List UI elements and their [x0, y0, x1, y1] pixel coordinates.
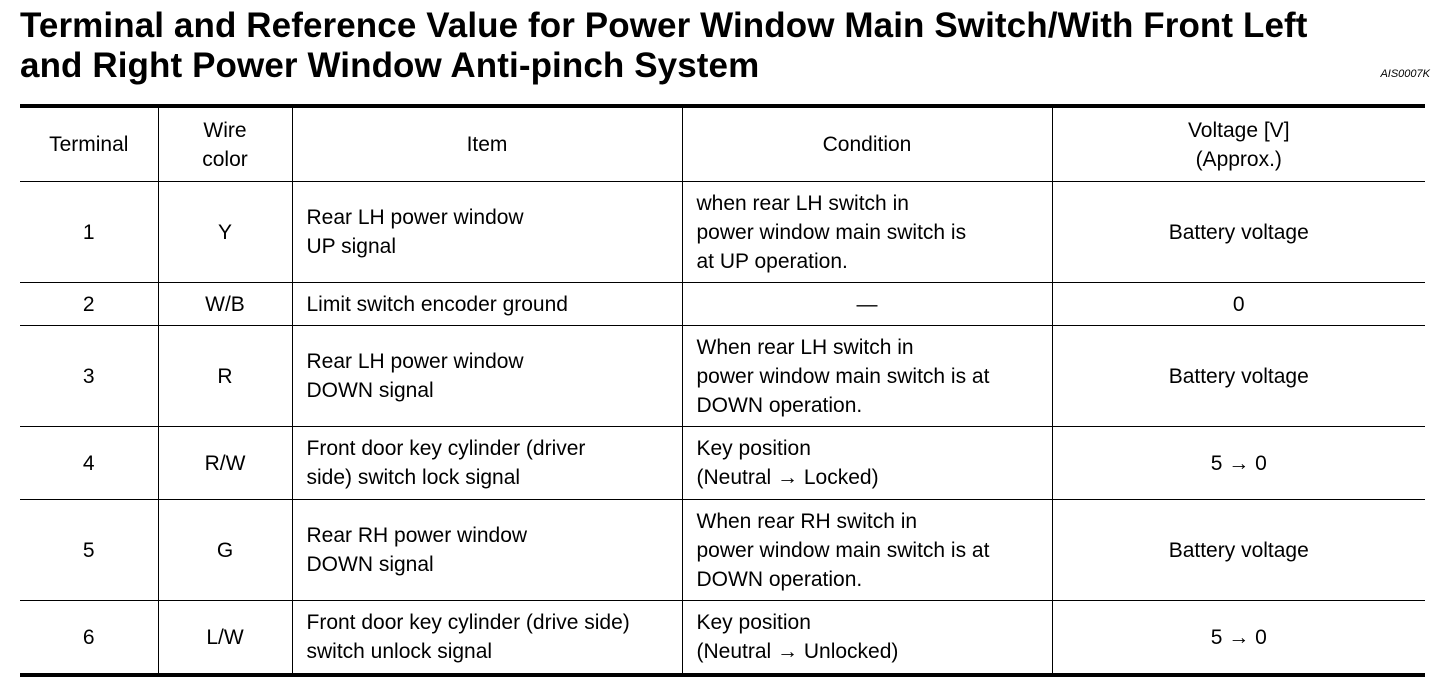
table-row: 2 W/B Limit switch encoder ground — 0 [20, 282, 1425, 326]
page-title: Terminal and Reference Value for Power W… [20, 6, 1400, 86]
item-cell: Rear LH power window DOWN signal [291, 325, 682, 427]
table-row: 3 R Rear LH power window DOWN signal Whe… [20, 325, 1425, 427]
terminal-cell: 5 [20, 499, 158, 601]
page-title-line-2: and Right Power Window Anti-pinch System [20, 46, 760, 85]
header-terminal: Terminal [20, 106, 158, 182]
item-cell: Limit switch encoder ground [291, 282, 682, 326]
item-cell: Front door key cylinder (drive side) swi… [291, 600, 682, 676]
wire-color-cell: Y [157, 181, 292, 283]
item-cell: Front door key cylinder (driver side) sw… [291, 426, 682, 500]
page-title-line-1: Terminal and Reference Value for Power W… [20, 6, 1308, 45]
table-header-row: Terminal Wire color Item Condition Volta… [20, 106, 1425, 182]
voltage-cell: 0 [1051, 282, 1425, 326]
condition-cell: When rear RH switch in power window main… [681, 499, 1052, 601]
terminal-cell: 1 [20, 181, 158, 283]
condition-cell: Key position (Neutral → Locked) [681, 426, 1052, 500]
table-row: 6 L/W Front door key cylinder (drive sid… [20, 600, 1425, 676]
voltage-cell: 5 → 0 [1051, 426, 1425, 500]
terminal-cell: 6 [20, 600, 158, 676]
wire-color-cell: R/W [157, 426, 292, 500]
item-cell: Rear LH power window UP signal [291, 181, 682, 283]
condition-cell: When rear LH switch in power window main… [681, 325, 1052, 427]
wire-color-cell: R [157, 325, 292, 427]
voltage-cell: Battery voltage [1051, 499, 1425, 601]
condition-cell: when rear LH switch in power window main… [681, 181, 1052, 283]
table-row: 4 R/W Front door key cylinder (driver si… [20, 426, 1425, 500]
header-condition: Condition [681, 106, 1052, 182]
voltage-cell: 5 → 0 [1051, 600, 1425, 676]
header-voltage: Voltage [V] (Approx.) [1051, 106, 1425, 182]
header-wire-color: Wire color [157, 106, 292, 182]
reference-code: AIS0007K [1380, 68, 1430, 80]
item-cell: Rear RH power window DOWN signal [291, 499, 682, 601]
condition-cell: — [681, 282, 1052, 326]
terminal-cell: 2 [20, 282, 158, 326]
wire-color-cell: G [157, 499, 292, 601]
wire-color-cell: L/W [157, 600, 292, 676]
condition-cell: Key position (Neutral → Unlocked) [681, 600, 1052, 676]
table-row: 5 G Rear RH power window DOWN signal Whe… [20, 499, 1425, 601]
terminal-cell: 4 [20, 426, 158, 500]
header-item: Item [291, 106, 682, 182]
wire-color-cell: W/B [157, 282, 292, 326]
terminal-reference-table: Terminal Wire color Item Condition Volta… [20, 104, 1425, 677]
terminal-cell: 3 [20, 325, 158, 427]
table-row: 1 Y Rear LH power window UP signal when … [20, 181, 1425, 283]
voltage-cell: Battery voltage [1051, 181, 1425, 283]
voltage-cell: Battery voltage [1051, 325, 1425, 427]
